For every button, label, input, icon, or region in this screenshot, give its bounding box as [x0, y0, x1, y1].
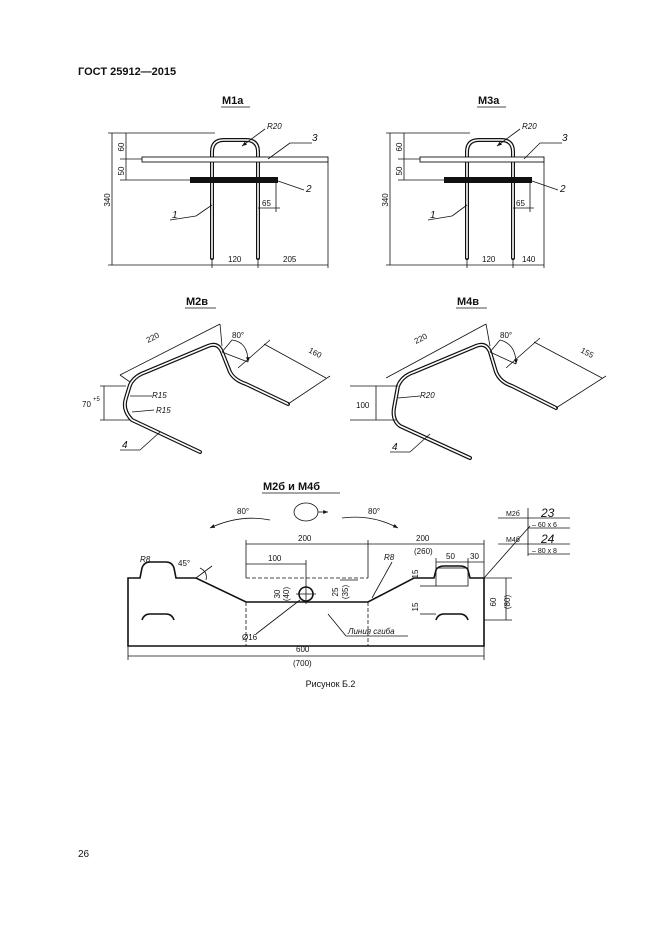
m2v-dim-leg: 160	[307, 346, 323, 360]
plate-dim-600: 600	[296, 645, 310, 654]
plate-dim-30: 30	[273, 589, 282, 598]
m2v-rod	[122, 342, 290, 454]
rotation-symbol	[293, 502, 319, 522]
m1a-dim-mid: 50	[117, 166, 126, 175]
m3a-title: М3а	[478, 95, 500, 107]
plate-r8-right: R8	[384, 553, 395, 562]
plate-table-mark-2: М4б	[506, 536, 520, 544]
plate-dim-50: 50	[446, 552, 455, 561]
plate-dim-100: 100	[268, 554, 282, 563]
m1a-dim-top: 60	[117, 142, 126, 151]
plate-table-section-1: – 60 x 6	[532, 522, 557, 529]
m3a-callout-3: 3	[562, 133, 568, 144]
plate-dim-60: 60	[489, 597, 498, 606]
document-header: ГОСТ 25912—2015	[78, 66, 177, 78]
plate-table-section-2: – 80 x 8	[532, 548, 557, 555]
m2v-dim-top: 220	[145, 330, 161, 344]
m2v-radius-2: R15	[156, 406, 171, 415]
m1a-title: М1а	[222, 95, 244, 107]
m4v-dim-top: 220	[413, 331, 429, 345]
plate-dim-15-bottom: 15	[411, 602, 420, 611]
plate-dim-200-right: 200	[416, 534, 430, 543]
m1a-dim-width: 120	[228, 255, 242, 264]
plate-dim-700: (700)	[293, 659, 312, 668]
m2v-angle: 80°	[232, 331, 244, 340]
m1a-dim-total: 340	[103, 193, 112, 207]
m2v-radius-1: R15	[152, 391, 167, 400]
m4v-dim-height: 100	[356, 401, 370, 410]
m3a-dim-width: 120	[482, 255, 496, 264]
plate-dim-35: (35)	[341, 585, 350, 600]
plate-dim-80: (80)	[503, 595, 512, 610]
m1a-plate-2	[190, 177, 278, 183]
plate-r8-left: R8	[140, 555, 151, 564]
m1a-callout-1: 1	[172, 210, 178, 221]
m1a-bar-3	[141, 156, 329, 163]
m2v-dim-height-tol: +5	[93, 397, 101, 403]
detail-plate: М2б и М4б 80° 80° 200 200 (260)	[127, 481, 570, 668]
m3a-dim-overhang: 140	[522, 255, 536, 264]
m2v-callout-4: 4	[122, 440, 128, 451]
m2v-dim-height: 70	[82, 400, 91, 409]
m3a-callout-2: 2	[559, 184, 566, 195]
m4v-title: М4в	[457, 296, 479, 308]
m4v-radius: R20	[420, 391, 435, 400]
m3a-radius: R20	[522, 122, 537, 131]
plate-table-pos-2: 24	[540, 532, 555, 546]
plate-dim-15-top: 15	[411, 569, 420, 578]
m1a-callout-2: 2	[305, 184, 312, 195]
m1a-callout-3: 3	[312, 133, 318, 144]
plate-dim-25: 25	[331, 587, 340, 596]
m3a-dim-total: 340	[381, 193, 390, 207]
plate-angle-45: 45°	[178, 559, 190, 568]
detail-m2v: М2в 220 80° 160 R15 R15 70 +5 4	[82, 296, 331, 454]
plate-dim-30-right: 30	[470, 552, 479, 561]
plate-dim-40: (40)	[282, 587, 291, 602]
m4v-rod	[391, 342, 558, 460]
plate-dim-260: (260)	[414, 547, 433, 556]
m2v-title: М2в	[186, 296, 208, 308]
plate-bend-line: Линия сгиба	[347, 627, 395, 636]
m4v-angle: 80°	[500, 331, 512, 340]
detail-m3a: М3а 340 60 50 120 140 65 R20 3 2 1	[381, 95, 568, 268]
plate-angle-left: 80°	[237, 507, 249, 516]
m4v-callout-4: 4	[392, 442, 398, 453]
m3a-dim-mid: 50	[395, 166, 404, 175]
m3a-dim-small: 65	[516, 199, 525, 208]
page-number: 26	[78, 849, 90, 860]
plate-title: М2б и М4б	[263, 481, 320, 493]
m3a-bar-3	[419, 156, 545, 163]
m3a-callout-1: 1	[430, 210, 436, 221]
plate-outline	[127, 561, 485, 647]
plate-dim-200-left: 200	[298, 534, 312, 543]
m3a-plate-2	[444, 177, 532, 183]
m4v-dim-leg: 155	[579, 346, 595, 360]
m1a-radius: R20	[267, 122, 282, 131]
m1a-dim-small: 65	[262, 199, 271, 208]
plate-hole-label: Ø16	[242, 633, 258, 642]
plate-table-mark-1: М2б	[506, 510, 520, 518]
figure-caption: Рисунок Б.2	[305, 679, 356, 689]
detail-m1a: М1а 340 60 50 120 205 65 R20	[103, 95, 329, 268]
m3a-dim-top: 60	[395, 142, 404, 151]
plate-table-pos-1: 23	[540, 506, 555, 520]
m1a-dim-overhang: 205	[283, 255, 297, 264]
detail-m4v: М4в 220 80° 155 R20 100 4	[350, 296, 607, 460]
plate-angle-right: 80°	[368, 507, 380, 516]
